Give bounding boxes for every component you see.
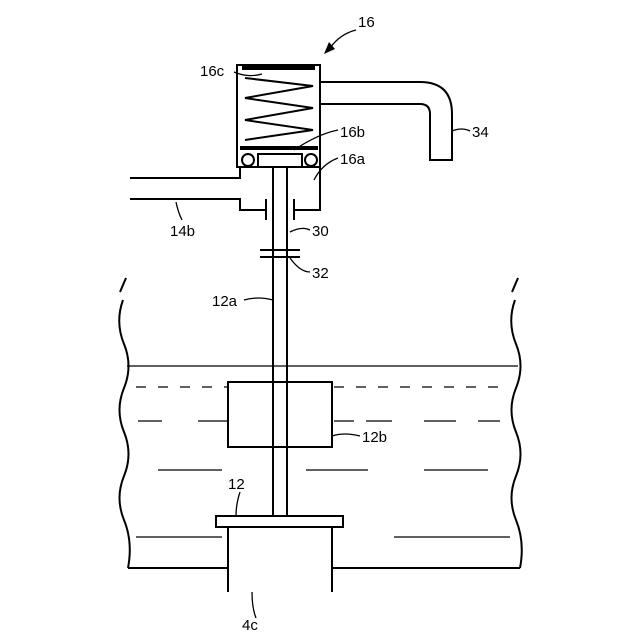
label-32: 32: [312, 265, 329, 282]
label-16: 16: [358, 14, 375, 31]
tank-left-wall: [119, 278, 130, 568]
outlet-pipe: [320, 82, 452, 160]
leader-4c: [252, 592, 256, 618]
inlet-pipe: [130, 167, 320, 210]
seal-ring-left: [242, 154, 254, 166]
shaft-seal: [266, 199, 294, 220]
leader-16: [330, 30, 356, 48]
label-12a: 12a: [212, 293, 238, 310]
label-16b: 16b: [340, 124, 365, 141]
leader-12b: [332, 434, 360, 436]
valve-housing: [237, 65, 320, 167]
label-12: 12: [228, 476, 245, 493]
leader-34: [452, 129, 470, 131]
seal-ring-right: [305, 154, 317, 166]
label-14b: 14b: [170, 223, 195, 240]
drain-pipe: [228, 527, 332, 592]
float-block: [228, 382, 332, 447]
leader-32: [290, 258, 310, 272]
label-16c: 16c: [200, 63, 225, 80]
tank-right-wall: [511, 278, 522, 568]
leader-30: [290, 228, 310, 232]
leader-12: [236, 492, 240, 516]
base-plate: [216, 516, 343, 527]
label-12b: 12b: [362, 429, 387, 446]
label-30: 30: [312, 223, 329, 240]
label-16a: 16a: [340, 151, 366, 168]
label-34: 34: [472, 124, 489, 141]
valve-seat: [258, 154, 302, 167]
leader-14b: [176, 202, 182, 220]
spring-coil: [245, 78, 313, 140]
leader-16c: [234, 72, 262, 76]
label-4c: 4c: [242, 617, 258, 634]
leader-12a: [244, 298, 273, 300]
